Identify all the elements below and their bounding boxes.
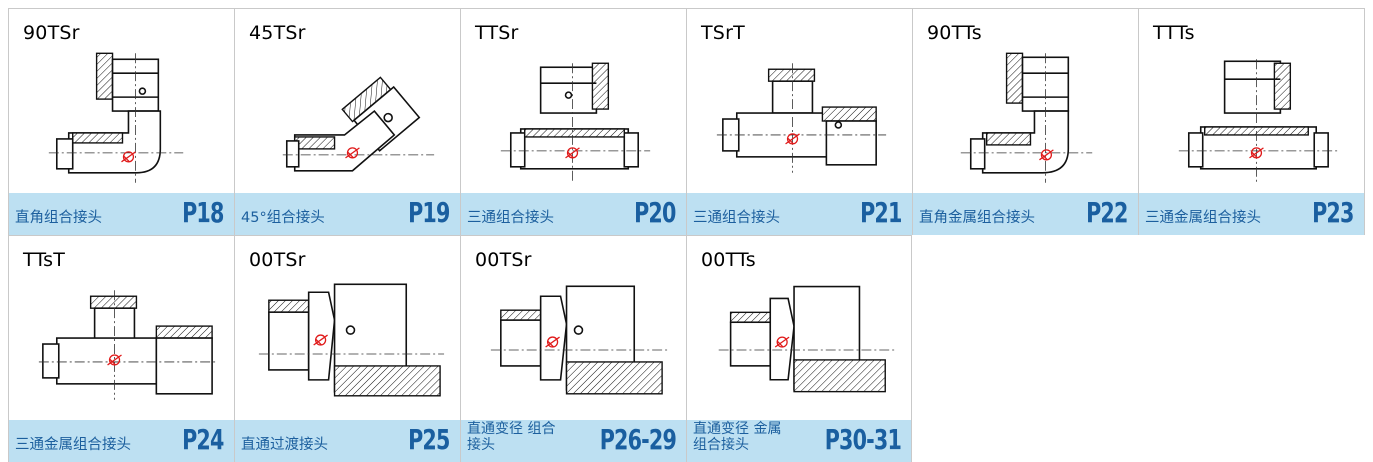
- product-card-00tsr-reducer[interactable]: 00TSr 直通变径 组合接头 P26-29: [460, 235, 686, 462]
- product-code: 00TSr: [475, 249, 532, 271]
- product-name: 三通金属组合接头: [1145, 210, 1261, 226]
- tee-metal-side-fitting-drawing: [38, 290, 219, 400]
- straight-adapter-drawing: [258, 283, 445, 397]
- product-card-90tts[interactable]: 90TTs 直角金属组合接头 P22: [912, 8, 1138, 235]
- caption-bar: 三通组合接头 P20: [461, 193, 686, 235]
- tee-side-fitting-drawing: [716, 63, 887, 173]
- caption-bar: 直角金属组合接头 P22: [913, 193, 1138, 235]
- page-reference[interactable]: P26-29: [599, 423, 677, 456]
- product-name: 直角金属组合接头: [919, 210, 1035, 226]
- product-code: TTSr: [475, 22, 519, 44]
- product-name: 直通变径 组合接头: [467, 421, 556, 453]
- product-name: 直通变径 金属组合接头: [693, 421, 782, 453]
- product-name: 45°组合接头: [241, 210, 325, 226]
- product-card-tsrt[interactable]: TSrT 三通组合接头 P21: [686, 8, 912, 235]
- caption-bar: 直角组合接头 P18: [9, 193, 234, 235]
- product-name: 三通组合接头: [467, 210, 554, 226]
- caption-bar: 直通变径 组合接头 P26-29: [461, 420, 686, 462]
- product-code: 90TTs: [927, 22, 982, 44]
- caption-bar: 直通变径 金属组合接头 P30-31: [687, 420, 911, 462]
- product-code: TSrT: [701, 22, 745, 44]
- angle-45-fitting-drawing: [282, 76, 435, 172]
- product-card-45tsr[interactable]: 45TSr 45°组合接头 P19: [234, 8, 460, 235]
- product-card-00tts[interactable]: 00TTs 直通变径 金属组合接头 P30-31: [686, 235, 912, 462]
- caption-bar: 三通金属组合接头 P24: [9, 420, 234, 462]
- product-code: TTTs: [1153, 22, 1195, 44]
- product-code: 90TSr: [23, 22, 80, 44]
- product-code: 00TTs: [701, 249, 756, 271]
- product-name: 直通过渡接头: [241, 437, 328, 453]
- tee-fitting-drawing: [500, 62, 651, 183]
- tee-metal-fitting-drawing: [1178, 59, 1339, 183]
- product-card-ttts[interactable]: TTTs 三通金属组合接头 P23: [1138, 8, 1365, 235]
- product-code: 45TSr: [249, 22, 306, 44]
- straight-metal-reducer-drawing: [718, 285, 896, 393]
- product-card-90tsr[interactable]: 90TSr 直角组合接头 P18: [8, 8, 234, 235]
- product-name: 直角组合接头: [15, 210, 102, 226]
- product-code: TTsT: [23, 249, 66, 271]
- page-reference[interactable]: P18: [182, 196, 225, 229]
- caption-bar: 45°组合接头 P19: [235, 193, 460, 235]
- elbow-fitting-drawing: [48, 52, 184, 183]
- caption-bar: 三通组合接头 P21: [687, 193, 912, 235]
- page-reference[interactable]: P30-31: [824, 423, 902, 456]
- elbow-metal-fitting-drawing: [960, 52, 1093, 183]
- page-reference[interactable]: P22: [1086, 196, 1129, 229]
- product-card-ttst[interactable]: TTsT 三通金属组合接头 P24: [8, 235, 234, 462]
- page-reference[interactable]: P19: [408, 196, 451, 229]
- product-card-00tsr-adapter[interactable]: 00TSr 直通过渡接头 P25: [234, 235, 460, 462]
- page-reference[interactable]: P20: [634, 196, 677, 229]
- product-name: 三通金属组合接头: [15, 437, 131, 453]
- product-code: 00TSr: [249, 249, 306, 271]
- caption-bar: 直通过渡接头 P25: [235, 420, 460, 462]
- page-reference[interactable]: P24: [182, 423, 225, 456]
- product-card-ttsr[interactable]: TTSr 三通组合接头 P20: [460, 8, 686, 235]
- page-reference[interactable]: P23: [1312, 196, 1355, 229]
- page-reference[interactable]: P25: [408, 423, 451, 456]
- product-name: 三通组合接头: [693, 210, 780, 226]
- straight-reducer-drawing: [490, 285, 671, 395]
- caption-bar: 三通金属组合接头 P23: [1139, 193, 1364, 235]
- page-reference[interactable]: P21: [860, 196, 903, 229]
